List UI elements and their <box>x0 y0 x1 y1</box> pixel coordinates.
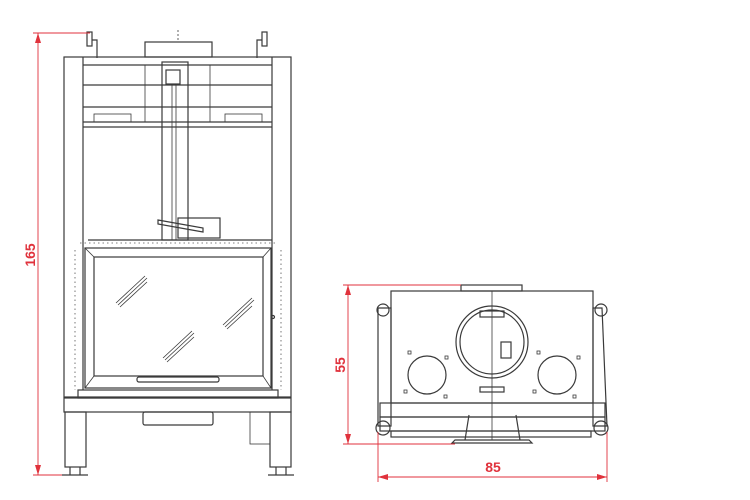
lifting-hooks <box>86 31 268 58</box>
height-dimension: 165 <box>22 32 90 476</box>
glass-reflections <box>115 275 255 363</box>
air-inlet-right <box>537 355 577 395</box>
top-view <box>375 284 609 444</box>
leg-left <box>64 411 87 468</box>
front-view <box>62 30 294 476</box>
depth-dimension: 55 <box>332 284 461 445</box>
leg-right <box>269 411 292 468</box>
door-frame <box>84 247 272 389</box>
flue-collar <box>144 41 213 58</box>
air-inlet-left <box>407 355 447 395</box>
door-handle <box>136 376 220 383</box>
flue-tube <box>161 61 189 241</box>
glass-panel <box>93 256 264 377</box>
flue-outlet <box>455 305 529 379</box>
depth-label: 55 <box>332 357 348 373</box>
outer-frame <box>63 56 292 398</box>
width-dimension: 85 <box>377 432 608 482</box>
height-label: 165 <box>22 243 38 267</box>
feet <box>62 467 294 476</box>
top-collar <box>460 284 523 292</box>
width-label: 85 <box>485 459 501 475</box>
ash-drawer <box>142 411 214 426</box>
